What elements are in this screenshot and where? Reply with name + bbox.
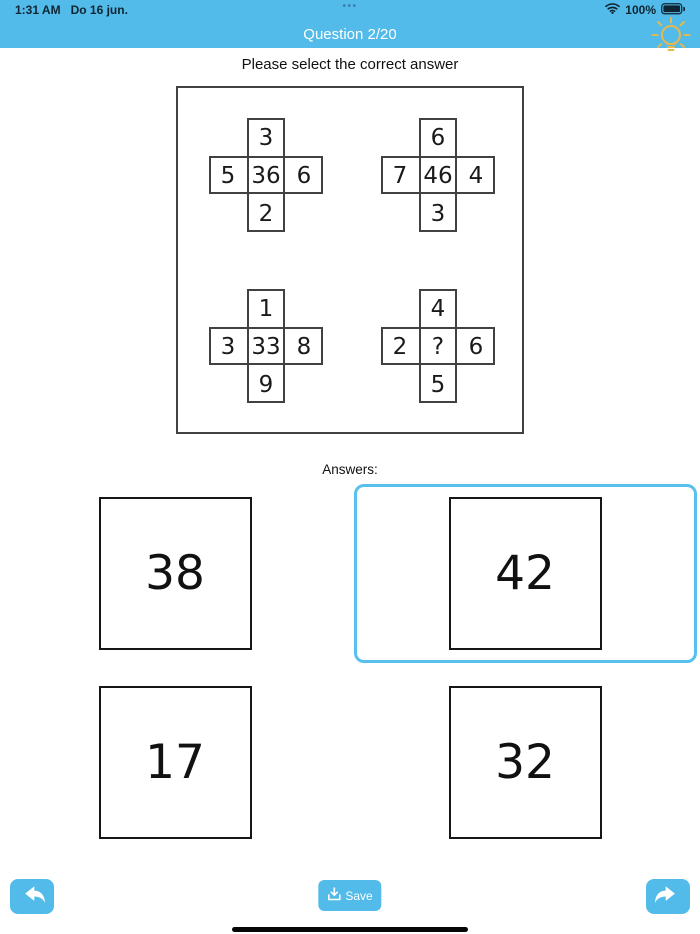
question-prompt: Please select the correct answer [241,56,459,73]
cross4-center: ? [432,334,444,360]
back-arrow-icon [19,884,45,910]
page-title: Question 2/20 [303,25,397,43]
answer-box[interactable]: 17 [98,686,252,839]
puzzle-cross-1: 3 5 36 6 2 [209,118,323,232]
cross3-right: 8 [297,334,312,360]
status-right: 100% [605,2,686,18]
puzzle-cross-3: 1 3 33 8 9 [209,289,323,403]
cross1-left: 5 [221,163,236,189]
status-time: 1:31 AM [15,3,61,17]
answer-value: 32 [495,735,555,790]
cross1-right: 6 [297,163,312,189]
status-bar: 1:31 AM Do 16 jun. ••• 100% [0,0,700,20]
cross2-right: 4 [469,163,484,189]
cross3-center: 33 [251,334,280,360]
puzzle-frame: 3 5 36 6 2 6 7 46 4 3 1 3 33 8 9 [176,86,524,434]
forward-button[interactable] [646,879,690,914]
cross4-right: 6 [469,334,484,360]
answer-box[interactable]: 32 [448,686,602,839]
cross2-bottom: 3 [431,201,446,227]
nav-bar: Question 2/20 [0,20,700,48]
answer-box[interactable]: 38 [98,497,252,650]
answer-option-38[interactable]: 38 [4,484,347,663]
hint-lightbulb-icon[interactable] [648,14,694,60]
cross2-left: 7 [393,163,408,189]
save-icon [327,887,341,904]
wifi-icon [605,3,621,17]
puzzle-cross-2: 6 7 46 4 3 [381,118,495,232]
answer-box[interactable]: 42 [448,497,602,650]
status-left: 1:31 AM Do 16 jun. [15,3,128,17]
cross2-top: 6 [431,125,446,151]
save-button[interactable]: Save [318,880,382,911]
back-button[interactable] [10,879,54,914]
cross2-center: 46 [423,163,452,189]
cross4-left: 2 [393,334,408,360]
save-button-label: Save [345,888,373,903]
cross4-bottom: 5 [431,372,446,398]
cross3-top: 1 [259,296,274,322]
multitask-dots-icon[interactable]: ••• [342,1,358,12]
answer-value: 38 [145,546,205,601]
cross3-left: 3 [221,334,236,360]
cross1-top: 3 [259,125,274,151]
status-date: Do 16 jun. [70,3,128,17]
answer-option-32[interactable]: 32 [354,673,697,852]
battery-percent: 100% [625,3,656,17]
answers-grid: 38 42 17 32 [0,484,700,852]
answer-value: 17 [145,735,205,790]
cross1-bottom: 2 [259,201,274,227]
answers-label: Answers: [322,462,378,477]
answer-option-42[interactable]: 42 [353,484,697,663]
battery-icon [661,2,686,18]
cross1-center: 36 [251,163,280,189]
cross3-bottom: 9 [259,372,274,398]
answer-value: 42 [495,546,555,601]
cross4-top: 4 [431,296,446,322]
answer-option-17[interactable]: 17 [4,673,347,852]
puzzle-cross-4: 4 2 ? 6 5 [381,289,495,403]
forward-arrow-icon [655,884,681,910]
home-indicator[interactable] [232,927,468,932]
